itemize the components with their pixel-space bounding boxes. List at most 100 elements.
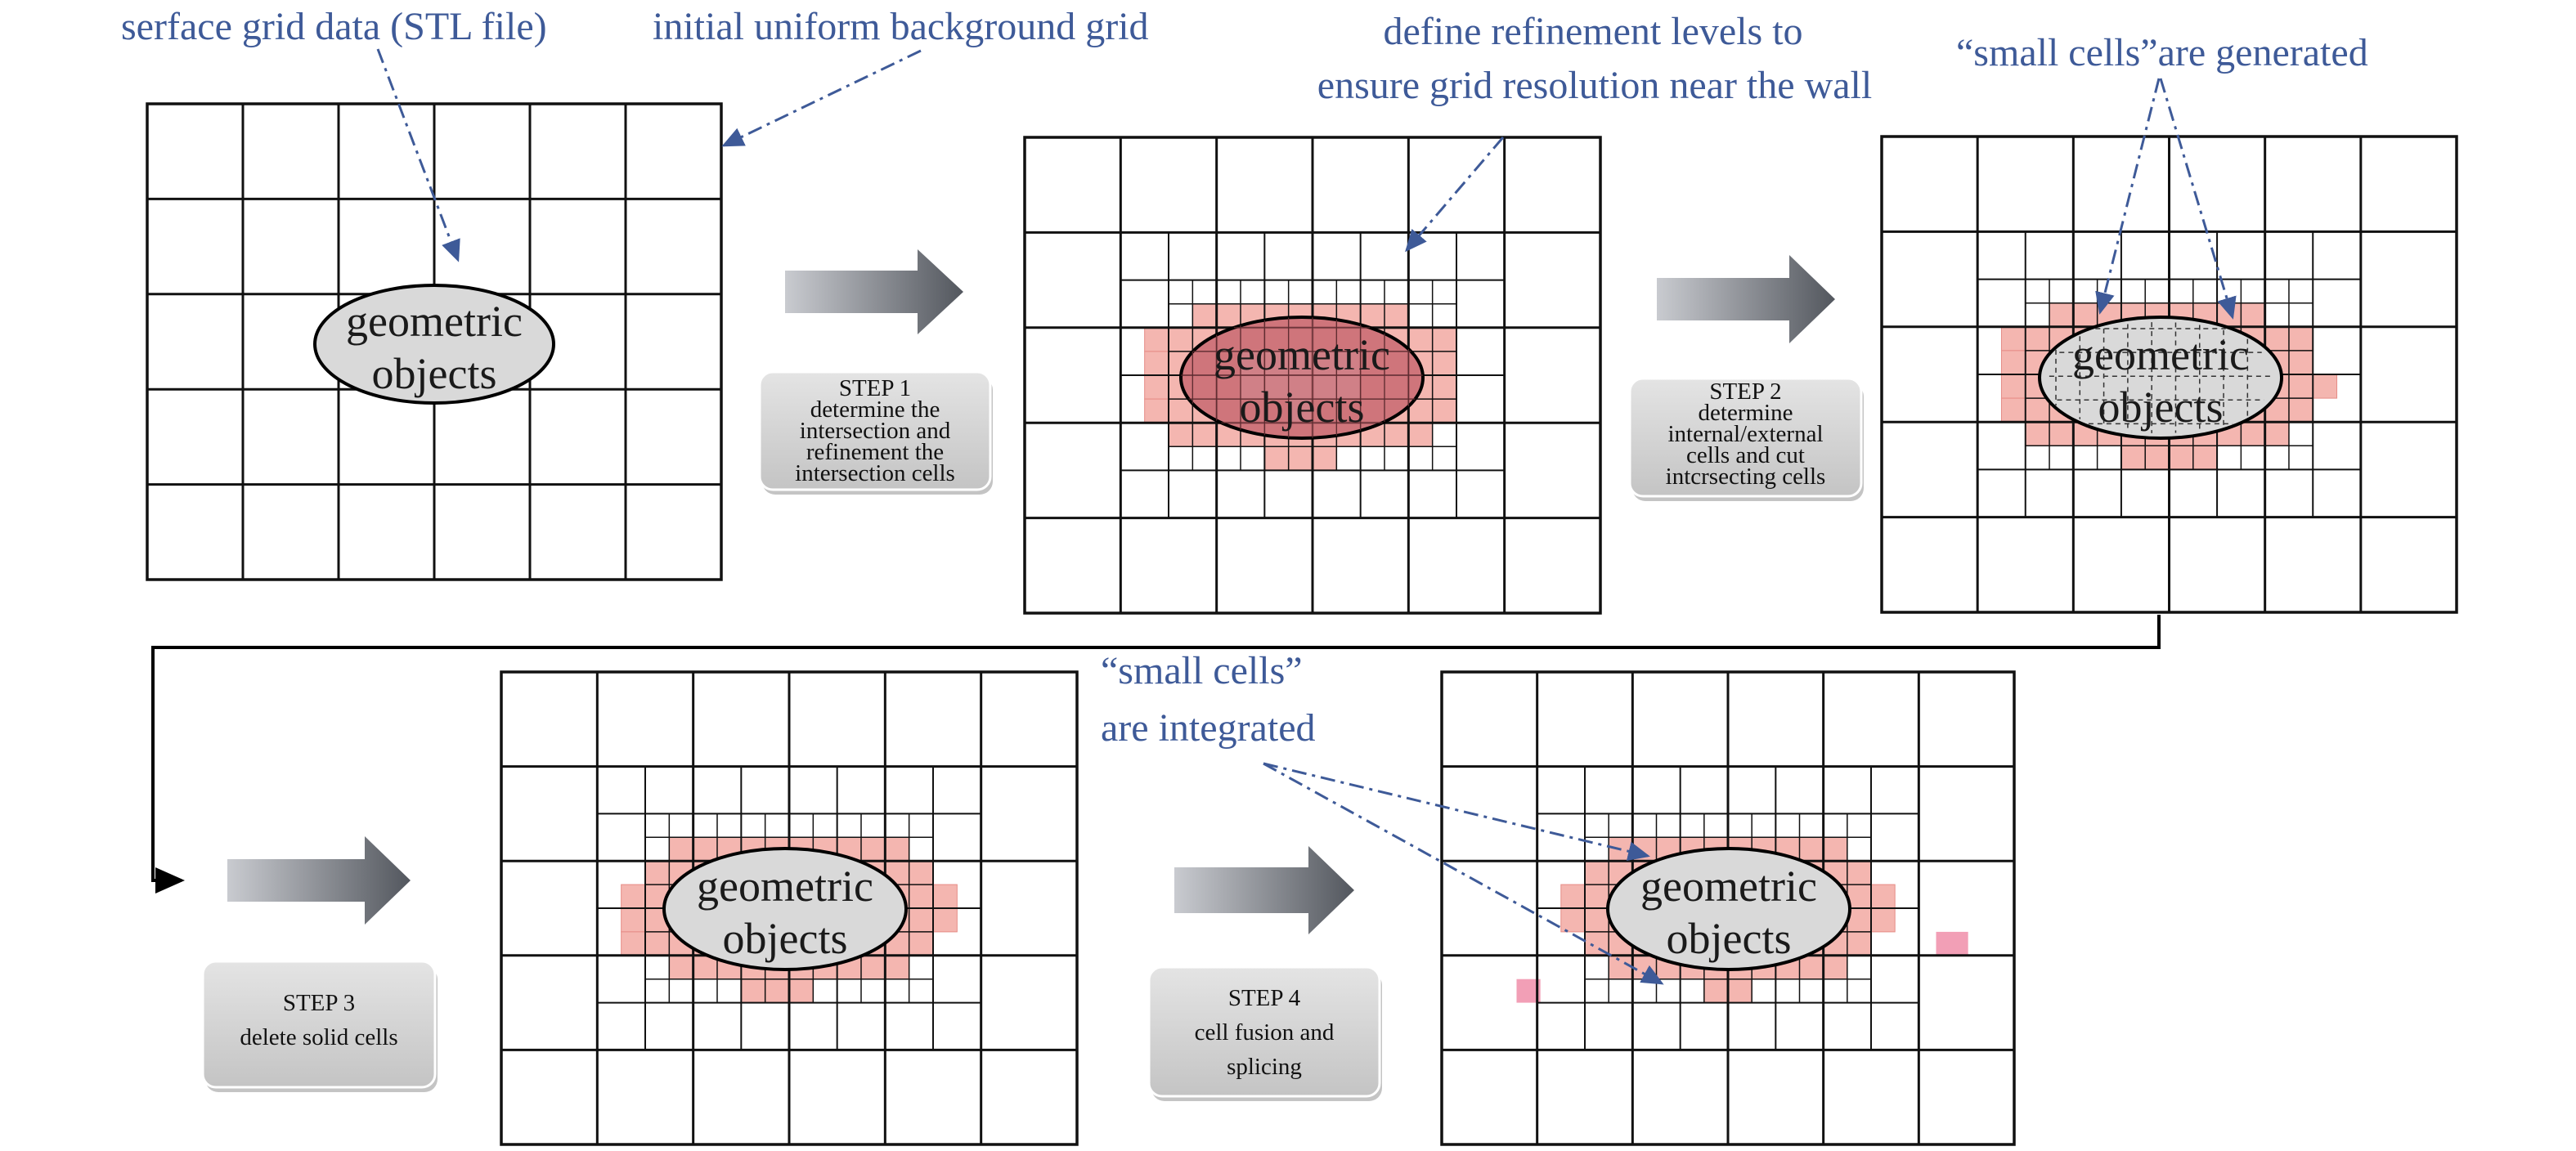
highlight-cell: [1407, 327, 1434, 352]
ellipse-inner-grid: [1181, 317, 1423, 438]
geometric-label-line1: geometric: [1214, 330, 1390, 379]
highlight-cell: [2072, 302, 2098, 328]
step-text-line: cell fusion and: [1195, 1019, 1335, 1046]
highlight-cell: [2025, 397, 2050, 423]
step-text-line: intcrsecting cells: [1666, 464, 1826, 490]
highlight-cell: [1799, 955, 1824, 980]
highlight-cell: [2264, 326, 2290, 352]
ellipse-shape: [1606, 847, 1851, 971]
highlight-cell: [909, 931, 934, 956]
highlight-cell: [1288, 446, 1313, 471]
dashed-small-cells: [2049, 322, 2273, 433]
highlight-cell: [668, 955, 694, 980]
highlight-cell: [2240, 302, 2266, 328]
highlight-cell: [2192, 445, 2218, 470]
step-arrow-1: [785, 249, 963, 334]
highlight-cell: [2288, 350, 2313, 375]
leader-generated-arrow-left: [2095, 78, 2161, 315]
step-text-line: internal/external: [1667, 421, 1823, 447]
geometric-label-line2: objects: [372, 349, 497, 398]
geometric-label-line2: objects: [1667, 914, 1792, 963]
row-connector-line: [151, 615, 2161, 893]
highlight-cell: [644, 931, 670, 956]
highlight-cell: [1560, 884, 1586, 909]
step-text-line: STEP 2: [1709, 378, 1781, 405]
highlight-cell: [2049, 302, 2074, 328]
fused-cell: [1936, 931, 1968, 956]
step-box-bg: [1147, 965, 1381, 1098]
highlight-cell: [1584, 884, 1609, 909]
step-text-line: cells and cut: [1686, 442, 1805, 468]
highlight-cell: [1584, 907, 1609, 933]
highlight-cell: [1144, 327, 1169, 352]
leader-arrows: [376, 48, 2237, 985]
highlight-cell: [1631, 955, 1658, 980]
highlight-cell: [884, 836, 910, 862]
highlight-cell: [1799, 836, 1824, 862]
highlight-cell: [1407, 422, 1434, 447]
annotation-refine-line1: define refinement levels to: [1383, 10, 1802, 53]
leader-integrated-arrow-top: [1263, 762, 1650, 862]
highlight-cell: [2000, 397, 2026, 423]
step-text-line: delete solid cells: [240, 1024, 397, 1050]
highlight-cell: [2025, 326, 2050, 352]
highlight-cell: [1432, 351, 1457, 376]
highlight-cell: [668, 836, 694, 862]
highlight-cell: [740, 979, 766, 1004]
geometric-label-line2: objects: [2098, 383, 2224, 432]
highlight-cell: [1312, 446, 1337, 471]
highlight-cell: [909, 884, 934, 909]
highlight-cell: [1144, 351, 1169, 376]
highlight-cell: [1168, 398, 1193, 423]
step-arrows: [227, 249, 1835, 934]
step-text-line: splicing: [1227, 1054, 1302, 1080]
highlight-cell: [2288, 397, 2313, 423]
highlight-cell: [1384, 303, 1409, 329]
highlight-cell: [2288, 326, 2313, 352]
ellipse-shape: [1179, 316, 1425, 440]
grid-border: [500, 670, 1079, 1146]
step-box-bg: [758, 370, 992, 491]
highlight-cell: [2288, 374, 2313, 399]
highlight-cell: [2312, 374, 2338, 399]
highlight-cell: [1168, 327, 1193, 352]
step-box-bg: [201, 960, 437, 1089]
geometric-label-line1: geometric: [2072, 330, 2249, 379]
step-text-line: STEP 3: [283, 990, 355, 1016]
step-box-bg: [1628, 377, 1863, 498]
highlight-cell: [1847, 931, 1872, 956]
grid-border: [146, 102, 723, 581]
highlight-cell: [621, 884, 646, 909]
highlight-cell: [2120, 445, 2146, 470]
geometric-label-line2: objects: [723, 914, 848, 963]
leader-stl-arrow: [376, 48, 460, 262]
highlight-cell: [765, 979, 790, 1004]
highlight-cell: [788, 979, 814, 1004]
step-text-line: determine the: [810, 396, 940, 423]
geometric-label-line1: geometric: [1640, 862, 1817, 911]
geometric-label-line2: objects: [1240, 383, 1365, 432]
step-box-3: STEP 3 delete solid cells: [201, 960, 438, 1092]
highlight-cell: [2049, 421, 2074, 446]
highlight-cell: [644, 860, 670, 885]
highlight-cell: [1360, 303, 1385, 329]
step-text-line: refinement the: [806, 439, 944, 465]
step-text-line: STEP 1: [839, 375, 911, 401]
highlight-cell: [1432, 374, 1457, 400]
grid-border: [1023, 136, 1602, 615]
highlight-cell: [1847, 860, 1872, 885]
annotation-small-cells-line2: are integrated: [1101, 706, 1316, 750]
highlight-cell: [2144, 445, 2170, 470]
highlight-cell: [1144, 374, 1169, 400]
highlight-cell: [1584, 860, 1609, 885]
highlight-cell: [621, 907, 646, 933]
highlight-cell: [1727, 979, 1752, 1004]
ellipse-shape: [313, 284, 555, 405]
